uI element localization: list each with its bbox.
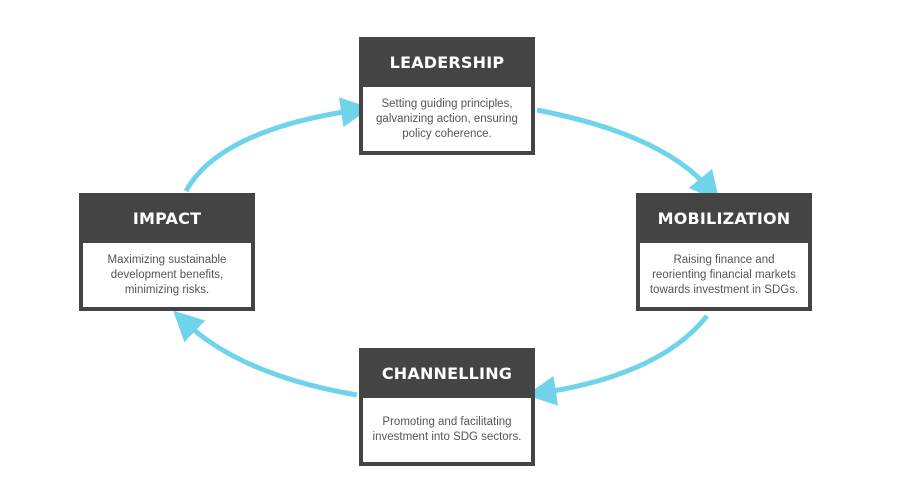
stage-impact-title: IMPACT — [132, 208, 202, 228]
stage-impact: IMPACT Maximizing sustainable developmen… — [79, 193, 255, 311]
arrow-channelling-to-impact — [173, 310, 358, 398]
stage-leadership-description: Setting guiding principles, galvanizing … — [363, 87, 531, 151]
stage-impact-description: Maximizing sustainable development benef… — [83, 243, 251, 307]
stage-channelling: CHANNELLING Promoting and facilitating i… — [359, 348, 535, 466]
stage-mobilization-description: Raising finance and reorienting financia… — [640, 243, 808, 307]
stage-mobilization: MOBILIZATION Raising finance and reorien… — [636, 193, 812, 311]
stage-leadership-title: LEADERSHIP — [389, 52, 505, 72]
stage-channelling-description: Promoting and facilitating investment in… — [363, 398, 531, 462]
stage-mobilization-title: MOBILIZATION — [657, 208, 791, 228]
arrow-mobilization-to-channelling — [526, 314, 709, 406]
stage-leadership: LEADERSHIP Setting guiding principles, g… — [359, 37, 535, 155]
arrow-leadership-to-mobilization — [536, 107, 720, 202]
arrow-impact-to-leadership — [183, 97, 371, 193]
stage-channelling-title: CHANNELLING — [381, 363, 513, 383]
